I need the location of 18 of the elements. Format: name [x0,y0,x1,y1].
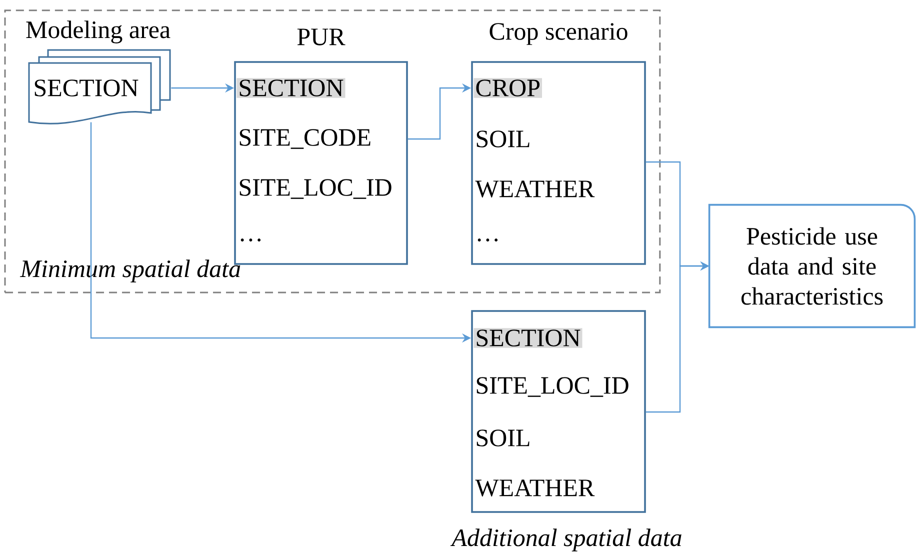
field-name: SITE_LOC_ID [476,377,628,397]
stack-heading: Modeling area [26,20,170,44]
field-name: … [240,238,261,242]
table-title: Crop scenario [490,23,628,45]
field-name: SITE_CODE [240,129,370,149]
table-title: PUR [297,28,346,46]
highlighted-field: CROP [474,78,542,98]
output-box: Pesticide use data and site characteristics [708,204,916,328]
field-name: … [478,238,498,242]
field-name: SOIL [476,430,530,446]
field-name: SITE_LOC_ID [240,179,392,199]
field-name: WEATHER [475,480,595,496]
document-stack: SECTION [28,49,171,124]
box-caption: Additional spatial data [450,528,682,552]
highlighted-field: SECTION [236,78,346,98]
field-name: WEATHER [475,180,595,198]
highlighted-field: SECTION [474,328,582,348]
field-name: SOIL [476,130,530,148]
